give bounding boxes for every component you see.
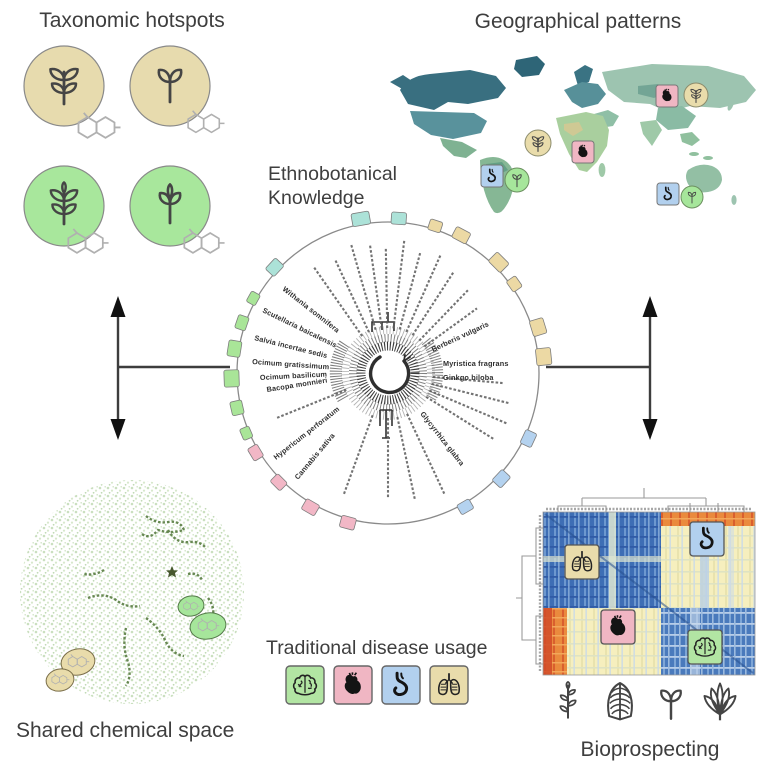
species-label: Ocimum basilicum: [260, 369, 328, 382]
taxonomic-title: Taxonomic hotspots: [39, 9, 225, 32]
world-map: [390, 56, 756, 214]
star-marker: [166, 566, 178, 578]
map-central-america: [440, 138, 477, 158]
ring-tick-tan: [506, 275, 523, 293]
center-title-line2: Knowledge: [268, 187, 365, 209]
map-china: [656, 106, 696, 130]
map-madagascar: [598, 163, 606, 177]
map-marker-siberia: [655, 82, 709, 108]
molecule-badge-tan: [60, 648, 96, 676]
chemical-badges: [45, 595, 227, 692]
stomach-badge: [381, 665, 421, 705]
panel-geographical-patterns: Geographical patterns: [390, 10, 756, 214]
central-tree-panel: Ethnobotanical Knowledge: [223, 163, 553, 531]
stomach-badge: [689, 521, 725, 557]
ring-tick-pink: [247, 444, 264, 462]
chemical-space-title: Shared chemical space: [16, 719, 234, 742]
panel-bioprospecting: Bioprospecting: [516, 488, 756, 761]
molecule-badge-green: [189, 612, 227, 640]
ring-tick-pink: [339, 515, 357, 531]
ring-tick-tan: [451, 226, 471, 245]
ring-tick-blue: [456, 498, 474, 515]
dendrogram-top: [557, 488, 745, 512]
map-asia: [602, 64, 756, 112]
heatmap-col-hot: [543, 608, 552, 675]
center-title-line1: Ethnobotanical: [268, 163, 397, 185]
ring-tick-tan: [427, 218, 444, 234]
ring-tick-teal: [350, 210, 371, 227]
ring-tick-pink: [270, 473, 288, 491]
ring-tick-blue: [492, 469, 511, 488]
lungs-badge: [429, 665, 469, 705]
leafy-sprig-icon: [559, 680, 577, 719]
palmate-leaf-icon: [703, 682, 737, 722]
ring-tick-blue: [520, 429, 537, 448]
heatmap-col: [728, 526, 734, 608]
phylo-hub: [329, 312, 444, 439]
map-india: [640, 120, 662, 146]
map-sahara-patch: [564, 122, 583, 136]
chemical-space-cloud: [20, 480, 244, 704]
two-leaf-sprout-icon: [659, 689, 683, 720]
heatmap-frame: [542, 511, 756, 676]
fern-frond-icon: [607, 682, 633, 721]
stomach-badge: [480, 164, 504, 188]
ring-tick-tan: [535, 347, 553, 367]
heatmap-col: [700, 526, 709, 608]
ring-tick-green: [239, 425, 253, 441]
map-usa: [410, 111, 487, 139]
geographical-title: Geographical patterns: [475, 10, 682, 33]
ring-tick-tan: [529, 317, 548, 337]
map-indonesia: [689, 152, 699, 156]
ring-tick-teal: [390, 211, 407, 226]
bioprospecting-title: Bioprospecting: [581, 738, 720, 761]
ring-tick-green: [234, 314, 250, 331]
heatmap-band-or: [661, 512, 755, 526]
map-europe: [564, 82, 606, 108]
heatmap-micro-labels: [538, 507, 752, 672]
ring-tick-green: [246, 290, 261, 306]
species-label: Myristica fragrans: [443, 359, 509, 368]
map-australia: [686, 164, 722, 193]
species-label: Ginkgo biloba: [443, 373, 494, 382]
molecule-badge-green: [177, 595, 205, 617]
dendrogram-left: [516, 527, 543, 665]
ring-tick-green: [226, 339, 243, 358]
map-indonesia-2: [703, 156, 713, 160]
ring-tick-teal: [265, 258, 284, 277]
map-marker-north-africa: [524, 129, 595, 164]
heatmap-axis-icons: [559, 680, 737, 722]
map-new-zealand: [731, 195, 737, 205]
map-se-asia: [680, 132, 700, 146]
panel-taxonomic-hotspots: Taxonomic hotspots: [23, 9, 226, 254]
map-greenland: [514, 56, 545, 77]
stomach-badge: [656, 182, 680, 206]
right-double-arrow: [546, 296, 658, 440]
map-japan: [727, 97, 735, 111]
left-double-arrow: [110, 296, 230, 440]
disease-usage-legend: Traditional disease usage: [266, 637, 488, 705]
ring-tick-green: [229, 399, 245, 417]
heatmap-pale-row: [543, 556, 661, 562]
map-scandinavia: [574, 65, 593, 86]
ring-tick-tan: [488, 252, 509, 273]
disease-legend-title: Traditional disease usage: [266, 637, 488, 659]
panel-shared-chemical-space: [20, 480, 244, 704]
ring-tick-green: [223, 369, 240, 388]
heatmap: [542, 511, 756, 676]
map-canada: [400, 70, 506, 110]
phylo-branches: [276, 238, 510, 501]
map-marker-australia: [656, 182, 704, 209]
phylo-ring-ticks: [223, 210, 553, 531]
ring-tick-pink: [301, 498, 320, 516]
molecule-badge-tan: [45, 668, 75, 692]
map-marker-south-america: [480, 164, 530, 193]
lungs-badge: [564, 544, 600, 580]
